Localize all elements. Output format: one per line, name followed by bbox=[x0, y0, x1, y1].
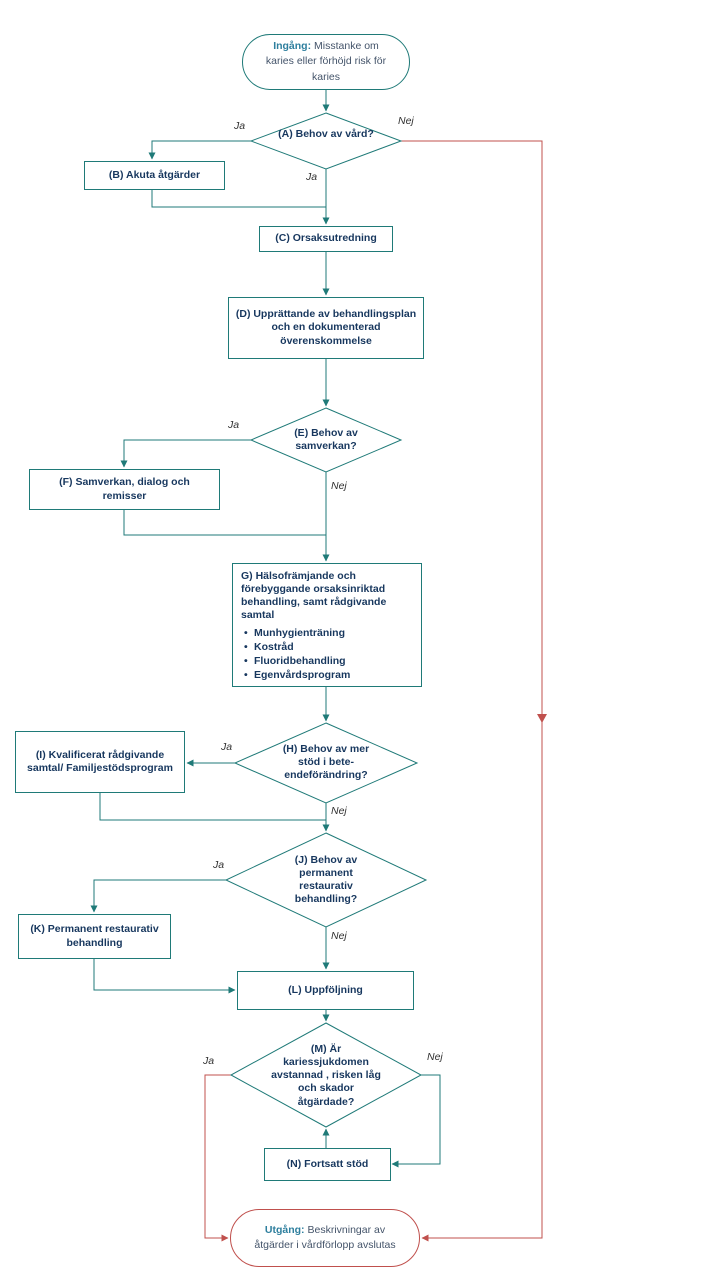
edge-label-m-nej: Nej bbox=[427, 1051, 443, 1063]
node-i: (I) Kvalificerat rådgivande samtal/ Fami… bbox=[15, 731, 185, 793]
diamond-e-shape bbox=[249, 407, 403, 473]
edge-f-merge bbox=[123, 509, 326, 536]
node-g-item: Kostråd bbox=[241, 641, 350, 654]
node-h-label: (H) Behov av mer stöd i bete-endeförändr… bbox=[282, 743, 370, 782]
node-c: (C) Orsaksutredning bbox=[259, 226, 393, 252]
edge-a-b bbox=[148, 140, 251, 160]
node-g-item: Fluoridbehandling bbox=[241, 655, 350, 668]
end-node-label: Utgång: Beskrivningar av åtgärder i vård… bbox=[247, 1223, 403, 1253]
node-j-label: (J) Behov av permanent restaurativ behan… bbox=[294, 854, 358, 906]
edge-m-n bbox=[391, 1074, 441, 1168]
node-d-label: (D) Upprättande av behandlingsplan och e… bbox=[235, 308, 417, 347]
edge-a-end-nej bbox=[401, 140, 543, 1242]
node-g-list: Munhygienträning Kostråd Fluoridbehandli… bbox=[241, 626, 350, 683]
end-node: Utgång: Beskrivningar av åtgärder i vård… bbox=[230, 1209, 420, 1267]
edge-e-f bbox=[120, 439, 251, 468]
diamond-h-shape bbox=[233, 722, 419, 804]
edge-label-h-ja: Ja bbox=[221, 741, 233, 753]
node-c-label: (C) Orsaksutredning bbox=[275, 232, 377, 245]
node-g-item: Munhygienträning bbox=[241, 627, 350, 640]
node-b-label: (B) Akuta åtgärder bbox=[108, 168, 201, 181]
node-n: (N) Fortsatt stöd bbox=[264, 1148, 391, 1181]
edge-label-a-ja: Ja bbox=[234, 120, 246, 132]
node-b: (B) Akuta åtgärder bbox=[84, 161, 225, 190]
end-node-text: Beskrivningar av åtgärder i vårdförlopp … bbox=[254, 1223, 396, 1251]
edge-label-a-down-ja: Ja bbox=[306, 171, 318, 183]
edge-label-e-nej: Nej bbox=[331, 480, 347, 492]
node-a-label: (A) Behov av vård? bbox=[278, 128, 374, 140]
edge-i-merge bbox=[99, 793, 326, 821]
start-node-prefix: Ingång: bbox=[273, 40, 312, 53]
node-d: (D) Upprättande av behandlingsplan och e… bbox=[228, 297, 424, 359]
diamond-j-shape bbox=[224, 832, 428, 928]
node-g-item: Egenvårdsprogram bbox=[241, 669, 350, 682]
node-k-label: (K) Permanent restaurativ behandling bbox=[30, 923, 159, 949]
node-e-label: (E) Behov av samverkan? bbox=[294, 427, 358, 453]
node-g: G) Hälsofrämjande och förebyggande orsak… bbox=[232, 563, 422, 687]
node-g-title: G) Hälsofrämjande och förebyggande orsak… bbox=[241, 570, 387, 622]
node-k: (K) Permanent restaurativ behandling bbox=[18, 914, 171, 959]
red-midline-arrow-icon bbox=[537, 714, 547, 723]
node-l-label: (L) Uppföljning bbox=[288, 983, 363, 996]
node-n-label: (N) Fortsatt stöd bbox=[286, 1157, 369, 1170]
node-f: (F) Samverkan, dialog och remisser bbox=[29, 469, 220, 510]
end-node-prefix: Utgång: bbox=[264, 1223, 305, 1236]
node-f-label: (F) Samverkan, dialog och remisser bbox=[59, 476, 190, 502]
start-node: Ingång: Misstanke om karies eller förhöj… bbox=[242, 34, 410, 90]
edge-label-m-ja: Ja bbox=[203, 1055, 215, 1067]
edge-label-e-ja: Ja bbox=[228, 419, 240, 431]
edge-b-merge bbox=[151, 190, 326, 208]
diamond-a-shape bbox=[249, 112, 403, 170]
node-l: (L) Uppföljning bbox=[237, 971, 414, 1010]
diamond-m-shape bbox=[229, 1022, 423, 1128]
edge-m-end-ja bbox=[204, 1074, 231, 1242]
edge-label-j-ja: Ja bbox=[213, 859, 225, 871]
start-node-text: Misstanke om karies eller förhöjd risk f… bbox=[265, 40, 387, 83]
node-m-label: (M) Är kariessjukdomen avstannad , riske… bbox=[271, 1043, 381, 1108]
start-node-label: Ingång: Misstanke om karies eller förhöj… bbox=[259, 39, 393, 85]
edge-label-a-nej: Nej bbox=[398, 115, 414, 127]
edge-label-j-nej: Nej bbox=[331, 930, 347, 942]
edge-j-k bbox=[90, 879, 226, 913]
node-i-label: (I) Kvalificerat rådgivande samtal/ Fami… bbox=[27, 748, 173, 774]
edge-label-h-nej: Nej bbox=[331, 805, 347, 817]
edge-k-l bbox=[93, 959, 236, 994]
